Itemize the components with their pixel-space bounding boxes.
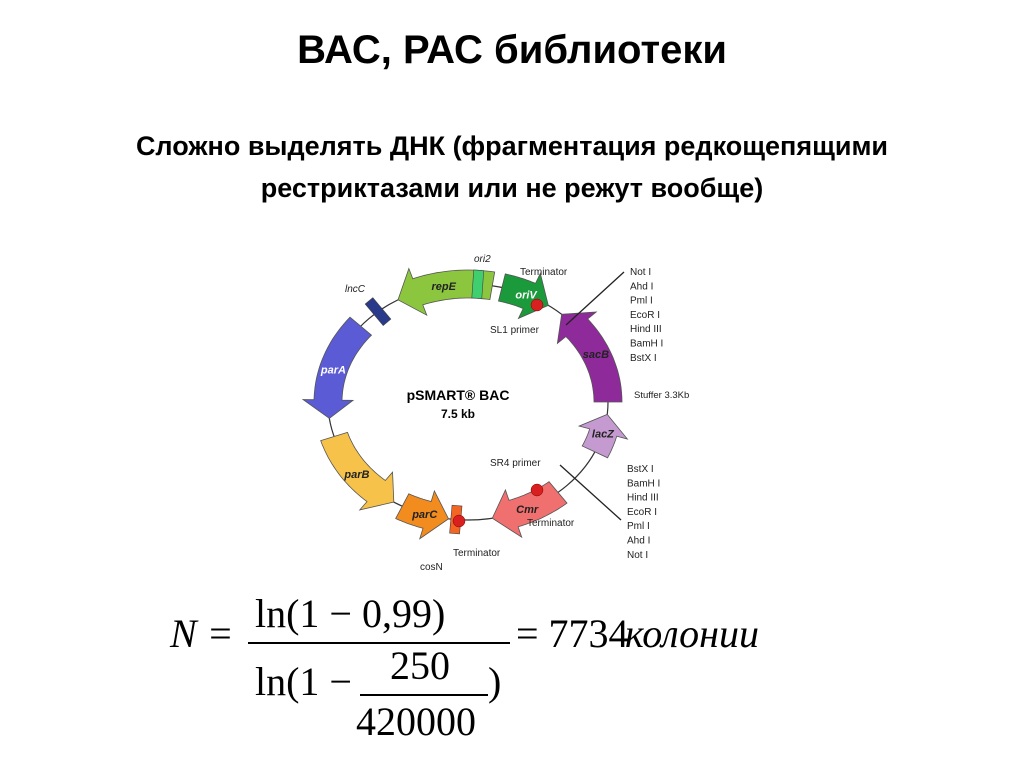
cosn-label: cosN bbox=[420, 562, 443, 573]
gene-label-parb: parB bbox=[343, 469, 369, 481]
restriction-site-bottom: Hind III bbox=[627, 493, 659, 504]
formula-inner-numerator: 250 bbox=[390, 643, 450, 688]
restriction-site-bottom: EcoR I bbox=[627, 507, 657, 518]
gene-label-lacz: lacZ bbox=[592, 429, 615, 441]
formula-inner-denominator: 420000 bbox=[356, 699, 476, 744]
formula: N = ln(1 − 0,99) ln(1 − 250 420000 ) = 7… bbox=[170, 590, 810, 760]
restriction-site-top: Not I bbox=[630, 267, 651, 278]
formula-numerator: ln(1 − 0,99) bbox=[255, 591, 446, 636]
slide-subtitle: Сложно выделять ДНК (фрагментация редкощ… bbox=[0, 125, 1024, 209]
terminator-icon-1 bbox=[530, 298, 544, 312]
terminator-label-right: Terminator bbox=[527, 518, 575, 529]
gene-arrow-repe bbox=[397, 267, 496, 317]
gene-arrow-sacb bbox=[556, 311, 623, 403]
gene-arrow-lacz bbox=[577, 413, 629, 459]
sr4-primer-label: SR4 primer bbox=[490, 458, 541, 469]
terminator-label-top: Terminator bbox=[520, 267, 568, 278]
subtitle-line-1: Сложно выделять ДНК (фрагментация редкощ… bbox=[135, 131, 889, 161]
restriction-site-top: EcoR I bbox=[630, 310, 660, 321]
formula-result: = 7734 bbox=[516, 611, 629, 656]
gene-arrow-parb bbox=[320, 431, 395, 511]
gene-arrow-parc bbox=[395, 489, 450, 540]
terminator-label-bottom: Terminator bbox=[453, 548, 501, 559]
cloning-site-line-bottom bbox=[559, 464, 622, 521]
ori2-box bbox=[471, 269, 485, 299]
restriction-site-bottom: Ahd I bbox=[627, 536, 650, 547]
formula-lhs: N = bbox=[170, 611, 234, 656]
lncc-box bbox=[364, 297, 392, 326]
restriction-site-top: Hind III bbox=[630, 324, 662, 335]
plasmid-size: 7.5 kb bbox=[441, 407, 475, 421]
slide-title: ВАС, РАС библиотеки bbox=[297, 28, 727, 72]
ori2-label: ori2 bbox=[474, 254, 491, 265]
inner-fraction-bar bbox=[360, 694, 488, 696]
formula-denominator-prefix: ln(1 − bbox=[255, 659, 352, 704]
fraction-bar bbox=[248, 642, 510, 644]
formula-denominator-suffix: ) bbox=[488, 659, 502, 704]
sl1-primer-label: SL1 primer bbox=[490, 325, 540, 336]
plasmid-name: pSMART® BAC bbox=[407, 387, 510, 403]
gene-label-para: parA bbox=[320, 364, 346, 376]
terminator-icon-3 bbox=[452, 514, 466, 528]
restriction-site-top: Ahd I bbox=[630, 281, 653, 292]
restriction-site-top: BstX I bbox=[630, 353, 657, 364]
gene-arrow-para bbox=[301, 316, 373, 419]
gene-label-sacb: sacB bbox=[583, 349, 609, 361]
gene-label-repe: repE bbox=[431, 281, 456, 293]
restriction-site-bottom: BamH I bbox=[627, 478, 660, 489]
formula-unit: колонии bbox=[625, 611, 759, 656]
restriction-site-bottom: Pml I bbox=[627, 521, 650, 532]
subtitle-line-2: рестриктазами или не режут вообще) bbox=[260, 173, 764, 203]
restriction-site-bottom: BstX I bbox=[627, 464, 654, 475]
gene-label-parc: parC bbox=[411, 509, 438, 521]
terminator-icon-2 bbox=[530, 483, 544, 497]
restriction-site-top: BamH I bbox=[630, 339, 663, 350]
gene-label-cmr: Cmr bbox=[516, 504, 539, 516]
stuffer-label: Stuffer 3.3Kb bbox=[634, 390, 689, 401]
restriction-site-bottom: Not I bbox=[627, 550, 648, 561]
lncc-label: lncC bbox=[345, 284, 366, 295]
cloning-site-line-top bbox=[565, 271, 625, 326]
restriction-site-top: Pml I bbox=[630, 296, 653, 307]
gene-label-oriv: oriV bbox=[515, 290, 538, 302]
